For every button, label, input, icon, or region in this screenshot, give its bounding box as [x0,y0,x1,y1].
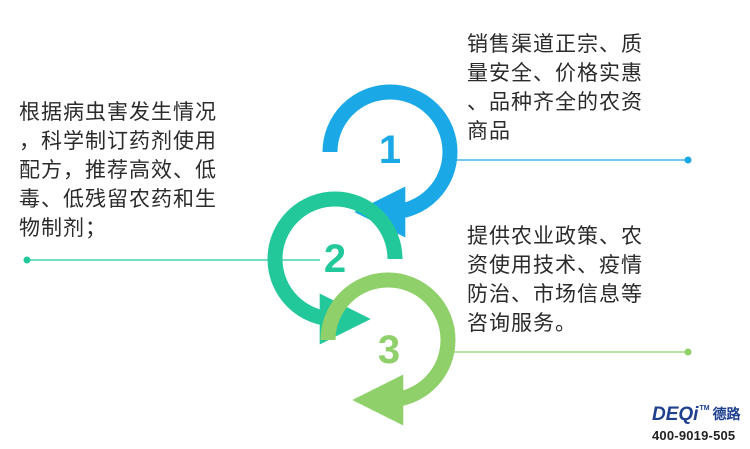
step-number-2: 2 [324,237,346,281]
logo-row: DEQi TM 德路 [652,404,748,426]
step-2-text: 根据病虫害发生情况 ，科学制订药剂使用 配方，推荐高效、低 毒、低残留农药和生 … [19,100,217,240]
brand-logo: DEQi TM 德路 400-9019-505 [652,404,748,443]
logo-chinese-text: 德路 [712,407,741,423]
cycle-arrow-1 [322,84,458,238]
step-number-1: 1 [379,128,401,172]
logo-latin-text: DEQi [652,404,699,425]
step-1-text: 销售渠道正宗、质 量安全、价格实惠 、品种齐全的农资 商品 [467,32,643,143]
connector-line-3 [440,348,692,356]
cycle-arrow-2 [267,191,403,345]
cycle-arrow-3 [320,272,456,426]
step-number-3: 3 [378,328,400,372]
logo-trademark: TM [699,405,710,412]
step-3-text: 提供农业政策、农 资使用技术、疫情 防治、市场信息等 咨询服务。 [467,224,643,335]
phone-number: 400-9019-505 [652,428,736,443]
connector-line-1 [448,156,692,164]
